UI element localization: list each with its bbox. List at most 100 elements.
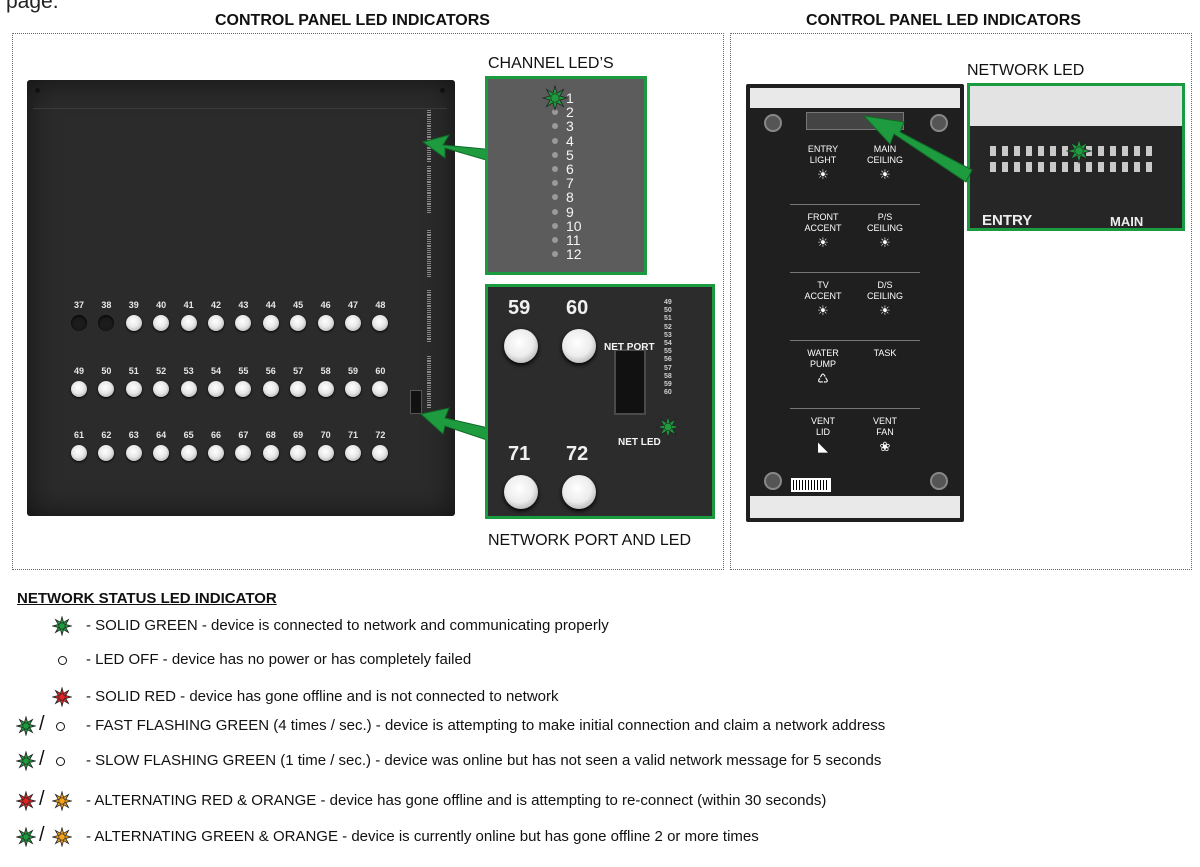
panel-button[interactable] (180, 381, 197, 397)
arrows-left (419, 134, 498, 443)
channel-led-mark (427, 158, 431, 160)
panel-button[interactable] (317, 445, 334, 461)
panel-button[interactable] (290, 381, 307, 397)
header-pin (1038, 146, 1044, 156)
panel-button[interactable] (180, 445, 197, 461)
channel-led (552, 151, 558, 158)
channel-led-mark (427, 318, 431, 320)
legend-item-text: - ALTERNATING GREEN & ORANGE - device is… (86, 828, 759, 845)
panel-button[interactable] (125, 445, 142, 461)
panel-button-number: 51 (128, 366, 139, 376)
zoom-bracket (970, 86, 1182, 126)
panel-button[interactable] (372, 315, 389, 331)
mount-hole (764, 472, 782, 490)
panel-button[interactable] (153, 315, 170, 331)
channel-led (552, 123, 558, 130)
left-figure-frame (12, 33, 724, 570)
keypad-key[interactable]: TASK (856, 348, 914, 404)
panel-button-number: 41 (183, 300, 194, 310)
led-green-icon (16, 827, 36, 847)
keypad-divider (790, 272, 920, 273)
panel-button-number: 64 (156, 430, 167, 440)
channel-led-mark (427, 397, 431, 400)
network-zoom-button[interactable] (562, 475, 596, 509)
panel-button[interactable] (262, 445, 279, 461)
channel-led-mark (427, 362, 431, 364)
channel-number: 10 (566, 217, 582, 234)
panel-button[interactable] (208, 445, 224, 461)
network-zoom-button[interactable] (504, 475, 538, 509)
panel-button[interactable] (98, 445, 115, 461)
panel-button[interactable] (372, 445, 389, 461)
panel-button[interactable] (153, 381, 170, 397)
network-zoom-channel-number: 58 (664, 372, 672, 380)
panel-button[interactable] (290, 315, 307, 331)
channel-led (552, 180, 558, 187)
legend-item-text: - SOLID GREEN - device is connected to n… (86, 617, 609, 634)
panel-button[interactable] (71, 445, 87, 461)
panel-button-number: 57 (293, 366, 304, 376)
panel-button-number: 69 (293, 430, 304, 440)
panel-button[interactable] (235, 315, 252, 331)
panel-button[interactable] (125, 315, 142, 331)
panel-button[interactable] (317, 315, 334, 331)
panel-button[interactable] (345, 315, 361, 331)
channel-led-mark (427, 245, 431, 247)
keypad-key-line2: FAN (876, 427, 894, 437)
panel-button[interactable] (153, 445, 170, 461)
keypad-key-line1: ENTRY (807, 144, 839, 154)
panel-button[interactable] (125, 381, 142, 397)
panel-button[interactable] (71, 315, 87, 331)
panel-button[interactable] (235, 381, 252, 397)
panel-button[interactable] (262, 381, 279, 397)
panel-button[interactable] (290, 445, 307, 461)
channel-led-mark (427, 367, 431, 369)
panel-button-number: 58 (320, 366, 331, 376)
network-zoom-channel-number: 52 (664, 323, 672, 331)
panel-button[interactable] (345, 381, 361, 397)
channel-led-mark (427, 172, 431, 174)
panel-button[interactable] (345, 445, 361, 461)
network-zoom-button[interactable] (504, 329, 538, 363)
channel-number: 4 (566, 132, 574, 149)
right-figure-frame (730, 33, 1192, 570)
channel-led-mark (427, 230, 431, 232)
network-zoom-button[interactable] (562, 329, 596, 363)
panel-button[interactable] (180, 315, 197, 331)
channel-led-mark (427, 373, 431, 375)
panel-button[interactable] (98, 381, 115, 397)
channel-led-mark (427, 210, 431, 212)
panel-button[interactable] (98, 315, 115, 331)
channel-led-mark (427, 168, 431, 170)
panel-button[interactable] (71, 381, 87, 397)
legend-item-text: - LED OFF - device has no power or has c… (86, 651, 472, 668)
channel-led-mark (427, 190, 431, 192)
panel-button[interactable] (262, 315, 279, 331)
panel-button[interactable] (208, 381, 224, 397)
channel-led-mark (427, 276, 431, 278)
network-zoom-button-number: 71 (508, 443, 531, 465)
channel-led-mark (427, 371, 431, 373)
panel-button[interactable] (372, 381, 389, 397)
panel-button[interactable] (208, 315, 224, 331)
legend-led-icons (14, 616, 84, 636)
channel-led-mark (427, 294, 431, 296)
channel-number: 2 (566, 104, 574, 121)
header-pin (1098, 162, 1104, 172)
panel-button[interactable] (235, 445, 252, 461)
network-led-lit-icon (1066, 138, 1092, 164)
header-pin (1050, 162, 1056, 172)
panel-button[interactable] (317, 381, 334, 397)
keypad-key-line1: FRONT (807, 212, 839, 222)
